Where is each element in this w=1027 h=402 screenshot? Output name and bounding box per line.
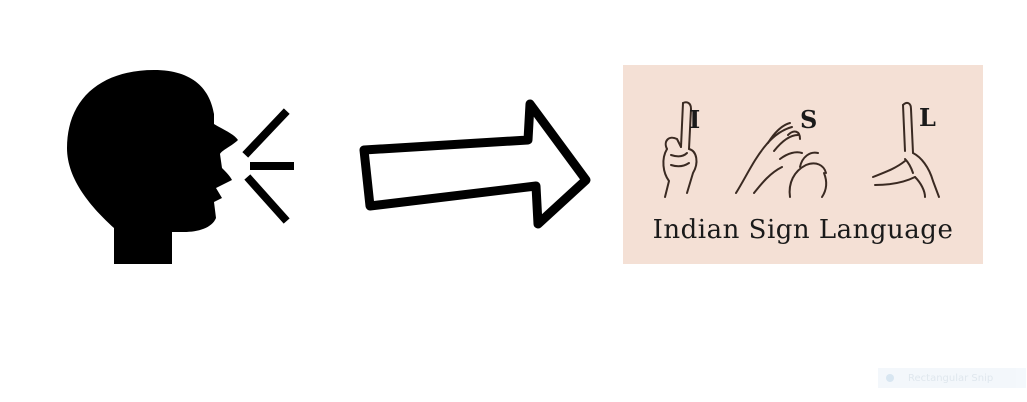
head-silhouette xyxy=(67,70,238,264)
snip-mode-icon xyxy=(886,374,894,382)
snip-mode-label: Rectangular Snip xyxy=(908,372,994,384)
isl-letter-l: L xyxy=(919,103,936,132)
sound-line-top xyxy=(242,108,290,158)
hand-sign-i-icon xyxy=(662,101,698,198)
isl-letter-s: S xyxy=(800,105,818,134)
isl-letter-i: I xyxy=(689,105,701,134)
hand-sign-l-icon xyxy=(872,101,940,198)
isl-caption: Indian Sign Language xyxy=(652,215,954,245)
hand-sign-s-icon xyxy=(735,122,828,198)
arrow-outline xyxy=(359,99,591,229)
sound-line-bottom xyxy=(244,174,290,224)
rectangular-snip-tooltip[interactable]: Rectangular Snip xyxy=(878,368,1026,388)
speaking-head-icon xyxy=(67,70,294,264)
isl-panel: I S L Indian Sign Language xyxy=(623,65,983,264)
sound-waves-icon xyxy=(242,108,294,224)
right-arrow-icon xyxy=(359,99,591,229)
